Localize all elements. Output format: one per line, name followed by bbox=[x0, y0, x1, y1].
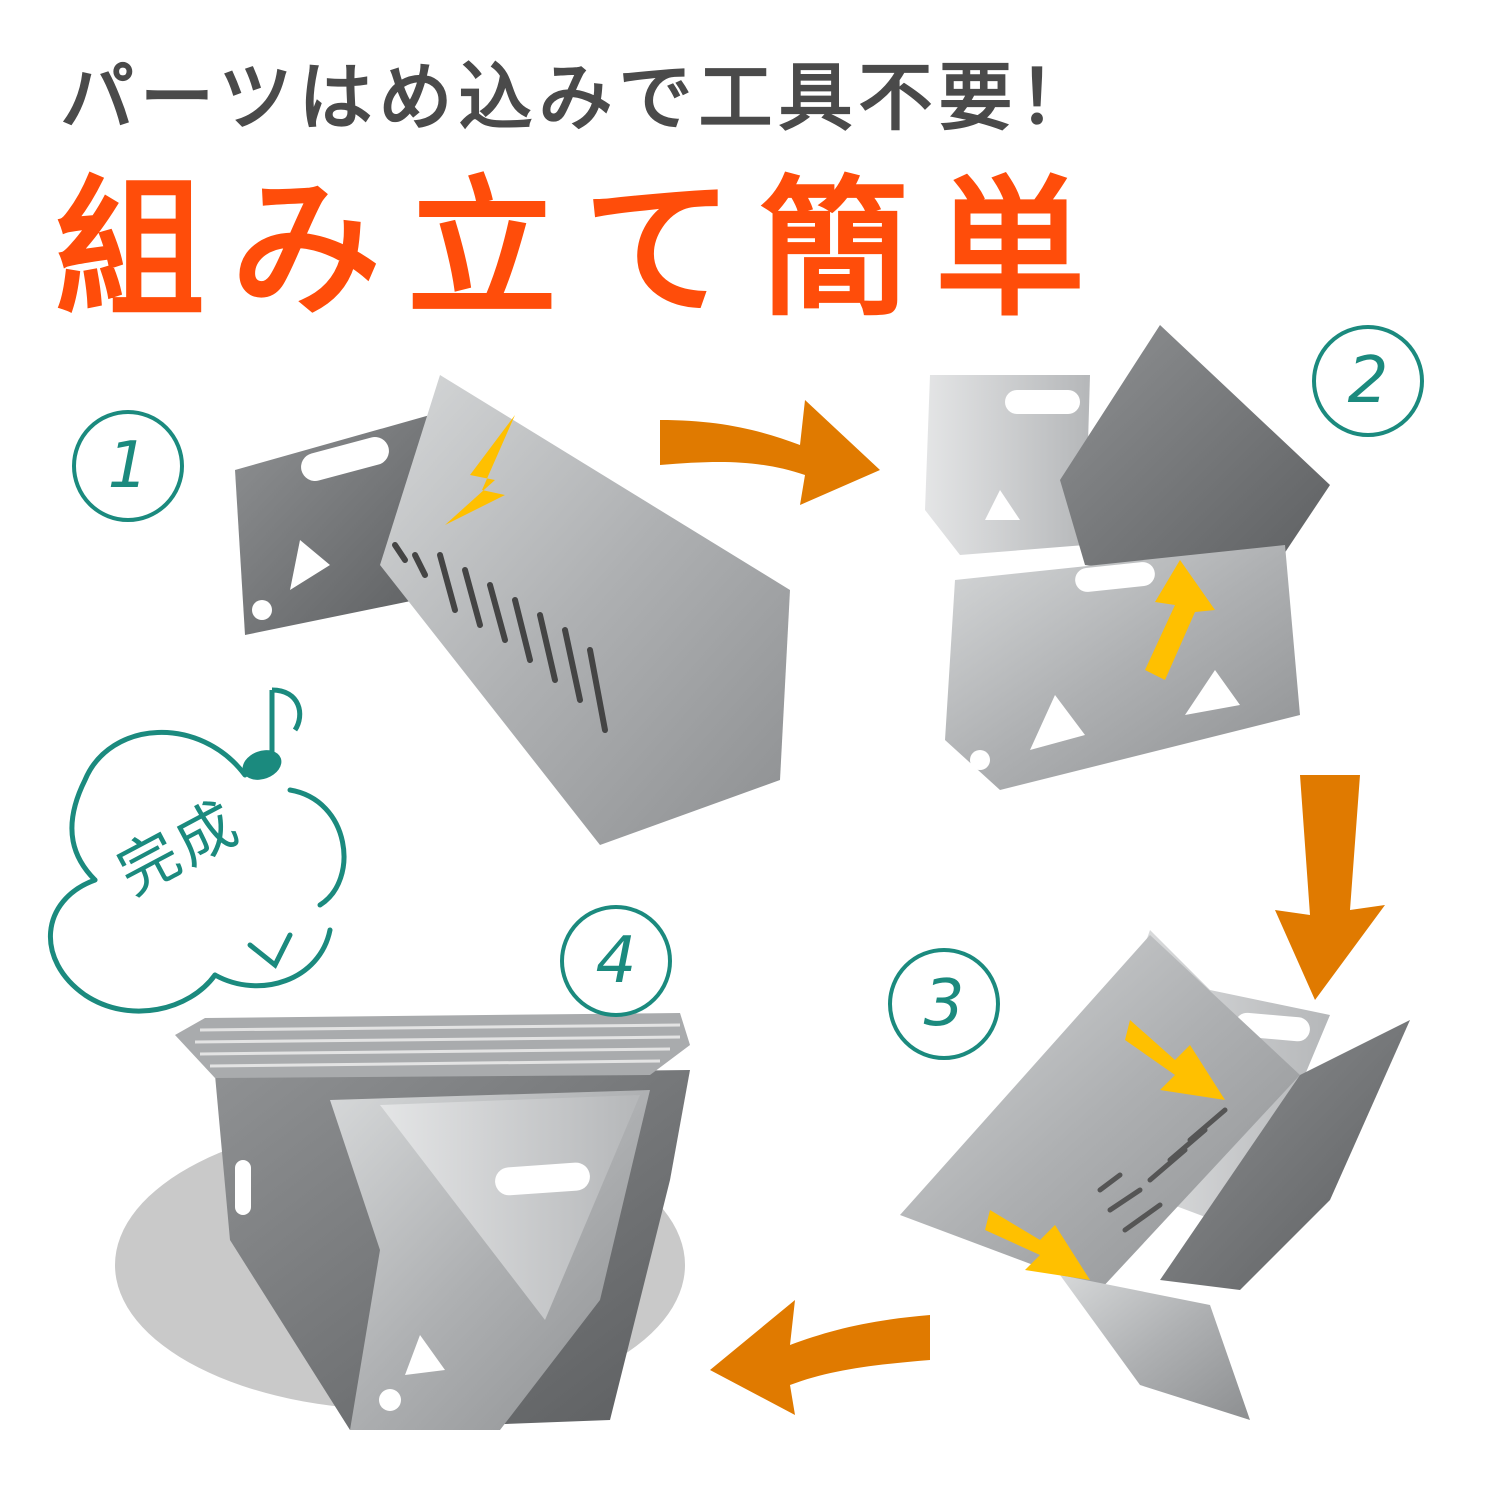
step4-grill-image bbox=[115, 1013, 690, 1430]
page-title: 組み立て簡単 bbox=[55, 163, 1112, 337]
flow-arrow-right-icon bbox=[660, 400, 880, 505]
step1-part-image bbox=[235, 375, 790, 845]
step-badge-4: 4 bbox=[560, 905, 672, 1017]
step3-part-image bbox=[900, 930, 1410, 1420]
flow-arrow-down-icon bbox=[1275, 775, 1385, 1000]
step-badge-3: 3 bbox=[888, 948, 1000, 1060]
headline: パーツはめ込みで工具不要！ bbox=[60, 55, 1099, 141]
flow-arrow-left-icon bbox=[710, 1300, 930, 1415]
step2-part-image bbox=[925, 325, 1330, 790]
complete-bubble bbox=[48, 730, 347, 1014]
step-badge-1: 1 bbox=[72, 410, 184, 522]
music-note-icon bbox=[242, 687, 303, 780]
step-badge-2: 2 bbox=[1312, 325, 1424, 437]
